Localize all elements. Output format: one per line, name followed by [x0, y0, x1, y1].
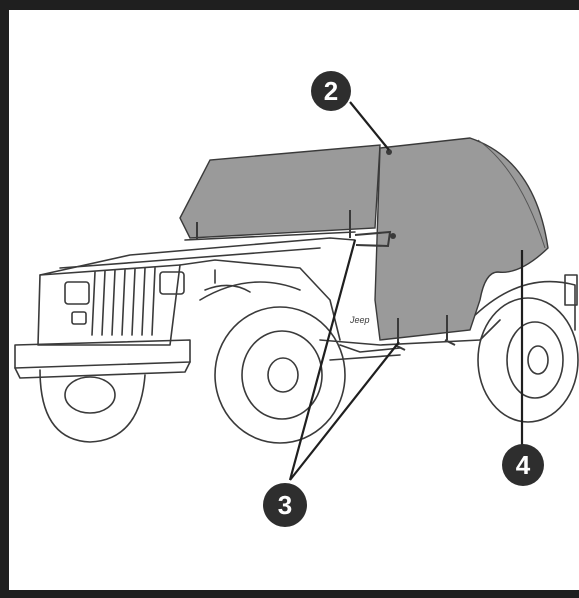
callout-3-number: 3: [278, 490, 292, 520]
callout-4: 4: [502, 444, 544, 486]
callout-3: 3: [263, 483, 307, 527]
callout-2-number: 2: [324, 76, 338, 106]
cab-cover: [179, 137, 549, 341]
jeep-outline: [14, 231, 579, 444]
callout-2: 2: [311, 71, 351, 111]
callout-4-number: 4: [516, 450, 531, 480]
fender-logo: Jeep: [349, 315, 370, 325]
leader-lines: [288, 101, 524, 481]
